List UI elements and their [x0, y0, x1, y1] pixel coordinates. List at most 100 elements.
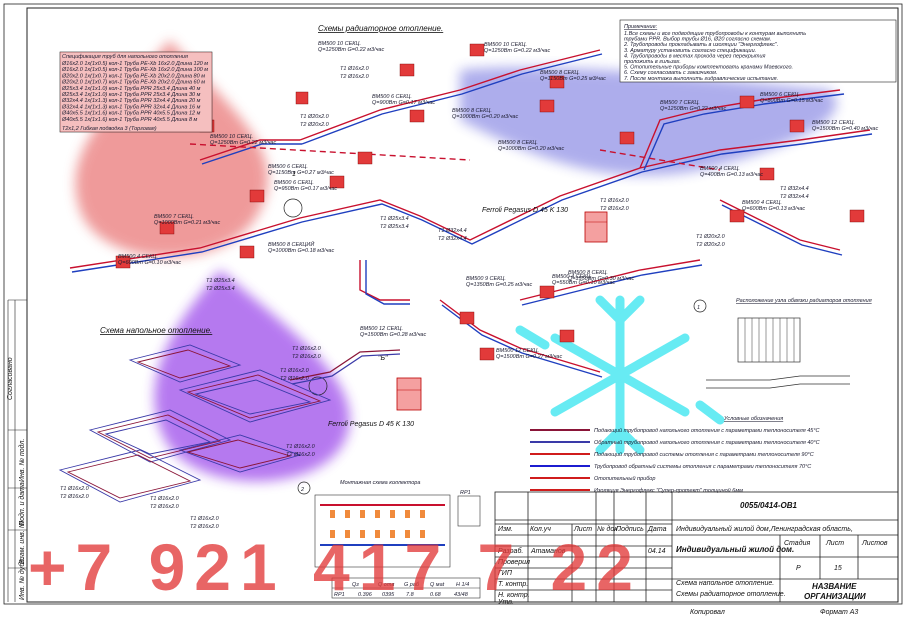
sheet-inner-frame: [26, 7, 899, 603]
radiator-name: BM500 6 СЕКЦ.: [372, 94, 412, 100]
role-checked: Проверил: [498, 559, 530, 566]
radiator-name: BM500 4 СЕКЦ.: [118, 254, 158, 260]
note-line: 4. Трубопроводы в местах прохода через п…: [624, 53, 766, 59]
note-line: 7. После монтажа выполнить гидравлически…: [624, 76, 778, 82]
detail-2-value-cell: 0.68: [430, 592, 442, 598]
pipe-diameter-label: T2 Ø20x2.0: [696, 242, 726, 248]
pipe-diameter-label: T2 Ø20x2.0: [300, 122, 330, 128]
radiator-name: BM500 6 СЕКЦ.: [760, 92, 800, 98]
boiler-label-bottom: Ferroli Pegasus D 45 K 130: [328, 421, 414, 428]
radiator-name: BM500 4 СЕКЦ.: [742, 200, 782, 206]
detail-2-value-cell: RP1: [334, 592, 345, 598]
radiator-flow: Q=1000Вт G=0.20 м3/час: [452, 114, 518, 120]
radiator-name: BM500 10 СЕКЦ.: [484, 42, 527, 48]
role-norm-control: Н. контр.: [498, 592, 530, 599]
floor-pipe-label: T1 Ø16x2.0: [292, 346, 322, 352]
pipe-diameter-label: T2 Ø16x2.0: [600, 206, 630, 212]
header-cell-izm: Изм.: [498, 526, 513, 533]
legend-label: Трубопровод обратный системы отопления с…: [594, 463, 811, 470]
legend-label: Подающий трубопровод системы отопления с…: [594, 451, 814, 458]
role-gip: ГИП: [498, 570, 513, 577]
detail-2-value-cell: 43/48: [454, 592, 469, 598]
object-name: Индивидуальный жилой дом.: [676, 545, 794, 554]
pipe-diameter-label: T1 Ø20x2.0: [696, 234, 726, 240]
floor-pipe-label: T2 Ø16x2.0: [150, 504, 180, 510]
marker-1: 1: [292, 171, 296, 178]
org-line-1: НАЗВАНИЕ: [812, 582, 857, 591]
radiator-flow: Q=400Вт G=0.13 м3/час: [700, 172, 763, 178]
pipe-diameter-label: T2 Ø25x3.4: [380, 224, 409, 230]
detail-2-value-cell: 7.8: [406, 592, 415, 598]
radiator-flow: Q=1500Вт G=0.27 м3/час: [496, 354, 562, 360]
note-line: трубами PPR. Выбор трубы Ø16, Ø20 соглас…: [624, 37, 771, 43]
description-line-1: Схема напольное отопление.: [676, 580, 774, 587]
spec-table-row: Ø20x2.0 1x(1x0.7) кол-1 Труба PE-Xb 20x2…: [61, 80, 205, 86]
radiator-flow: Q=1500Вт G=0.28 м3/час: [360, 332, 426, 338]
notes-block: Примечание: 1.Все схемы и все подводящие…: [619, 19, 897, 83]
spec-table-row: Ø32x4.4 1x(1x1.3) кол-1 Труба PPR 32x4.4…: [61, 98, 201, 104]
radiator-name: BM500 12 СЕКЦ.: [812, 120, 855, 126]
floor-pipe-label: T1 Ø16x2.0: [60, 486, 90, 492]
boiler-label-top: Ferroli Pegasus D 45 K 130: [482, 207, 568, 214]
radiator-flow: Q=600Вт G=0.10 м3/час: [118, 260, 181, 266]
radiator-name: BM500 10 СЕКЦ.: [318, 41, 361, 47]
blue-haze-shape: [460, 67, 837, 176]
detail-2-header-cell: G раб: [404, 582, 420, 588]
header-cell-kol: Кол.уч: [530, 526, 551, 533]
radiator-flow: Q=1000Вт G=0.21 м3/час: [154, 220, 220, 226]
svg-text:1: 1: [697, 305, 700, 311]
detail-1: 1 Расположение узла обвязки радиаторов о…: [693, 298, 872, 389]
snowflake-shape: [515, 295, 725, 455]
note-line: 6. Схему согласовать с заказчиком.: [624, 70, 717, 76]
detail-1-title: Расположение узла обвязки радиаторов ото…: [736, 298, 872, 304]
pipe-diameter-label: T1 Ø25x3.4: [380, 216, 409, 222]
role-approved: Утв.: [497, 599, 514, 606]
pipe-diameter-label: T1 Ø16x2.0: [340, 66, 370, 72]
detail-2-title: Монтажная схема коллектора: [340, 480, 420, 486]
radiator-name: BM500 8 СЕКЦ.: [498, 140, 538, 146]
radiator-name: BM500 6 СЕКЦ.: [268, 164, 308, 170]
radiator-flow: Q=1500Вт G=0.40 м3/час: [812, 126, 878, 132]
marker-b: "Б": [378, 355, 388, 362]
floor-pipe-label: T2 Ø16x2.0: [60, 494, 90, 500]
radiator-flow: Q=1250Вт G=0.22 м3/час: [660, 106, 726, 112]
pipe-diameter-label: T2 Ø16x2.0: [340, 74, 370, 80]
radiator-flow: Q=1000Вт G=0.20 м3/час: [498, 146, 564, 152]
side-label-sign-date: Подп. и дата: [18, 482, 26, 526]
legend-title: Условные обозначения: [723, 416, 783, 422]
radiator-flow: Q=900Вт G=0.17 м3/час: [372, 100, 435, 106]
detail-2-header-cell: Q отв: [378, 582, 394, 588]
floor-pipe-label: T1 Ø16x2.0: [190, 516, 220, 522]
detail-2-header-cell: Qз: [352, 582, 359, 588]
detail-2-header-cell: Q маt: [430, 582, 445, 588]
note-line: 3. Арматуру установить согласно специфик…: [624, 48, 756, 54]
note-line: 1.Все схемы и все подводящие трубопровод…: [624, 31, 806, 37]
radiator-flow: Q=1250Вт G=0.22 м3/час: [484, 48, 550, 54]
header-cell-doc: № док.: [597, 525, 620, 533]
radiator-name: BM500 12 СЕКЦ.: [360, 326, 403, 332]
copied-label: Копировал: [690, 609, 725, 616]
spec-table: Спецификация труб для напольного отоплен…: [59, 51, 213, 133]
floor-pipe-label: T2 Ø16x2.0: [280, 376, 310, 382]
radiator-name: BM500 12 СЕКЦ.: [496, 348, 539, 354]
radiator-schema-title: Схемы радиаторное отопление.: [318, 24, 443, 33]
legend-label: Обратный трубопровод напольного отоплени…: [594, 439, 820, 446]
floor-pipe-label: T2 Ø16x2.0: [190, 524, 220, 530]
phone-watermark: +7 921 417 7 22: [28, 530, 642, 604]
side-label-replace: Взам. инв. №: [19, 520, 26, 564]
legend-label: Отопительный прибор: [594, 475, 655, 482]
radiator-flow: Q=1000Вт G=0.18 м3/час: [268, 248, 334, 254]
radiator-flow: Q=550Вт G=0.10 м3/час: [552, 280, 615, 286]
sheet-label: Лист: [825, 540, 844, 547]
role-developer: Разраб.: [498, 547, 523, 555]
header-cell-date: Дата: [647, 526, 667, 533]
pipe-diameter-label: T1 Ø32x4.4: [438, 228, 467, 234]
floor-pipe-label: T1 Ø16x2.0: [280, 368, 310, 374]
detail-2-header-cell: H 1/4: [456, 582, 469, 588]
developer-date: 04.14: [648, 548, 666, 555]
detail-circle-1: [283, 198, 303, 218]
radiator-name: BM500 4 СЕКЦ.: [552, 274, 592, 280]
spec-table-row: Ø40x5.5 1x(1x1.6) кол-1 Труба PPR 40x5.5…: [61, 111, 201, 117]
